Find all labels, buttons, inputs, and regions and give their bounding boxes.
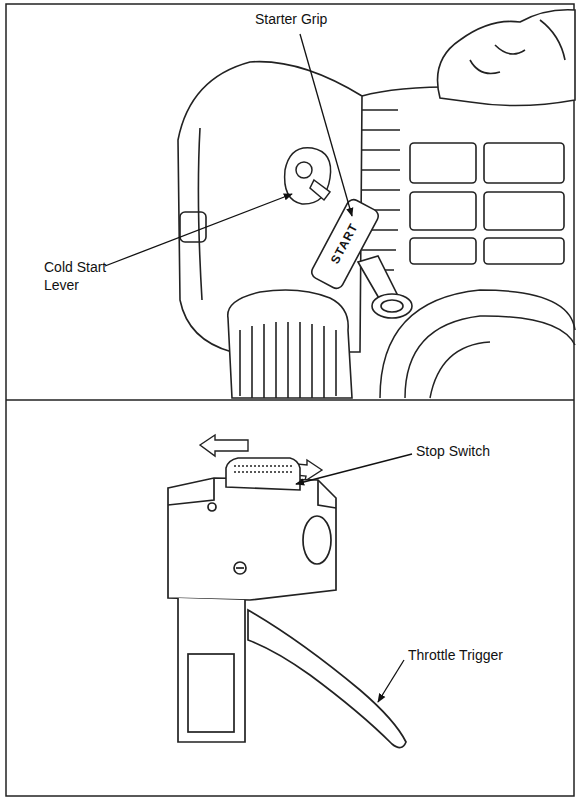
handle-grip [178, 598, 245, 742]
engine-housing [198, 128, 202, 300]
engine-grille [484, 238, 564, 264]
engine-grille [484, 192, 564, 230]
operator-hand [470, 45, 525, 74]
engine-housing [180, 212, 206, 242]
leader-line [300, 34, 352, 216]
operator-hand [438, 10, 576, 106]
starter-grip [372, 294, 412, 318]
operator-hand [540, 20, 565, 60]
handle-body [234, 562, 246, 574]
engine-grille [410, 238, 476, 264]
leader-line [378, 660, 404, 702]
handle-grip [178, 598, 245, 742]
part-label: Cold Start Lever [44, 258, 124, 294]
starter-grip [381, 300, 403, 312]
panel-frame [6, 4, 574, 796]
throttle-trigger [248, 610, 406, 748]
throttle-trigger [248, 610, 406, 748]
engine-grille [410, 143, 476, 183]
fuel-cap [240, 322, 336, 398]
operator-hand [438, 10, 576, 106]
starter-grip [309, 197, 412, 318]
leader-line [296, 454, 412, 484]
stop-switch [226, 458, 300, 490]
handle-body [168, 478, 336, 600]
cold-start-lever [310, 180, 330, 200]
leader-line [105, 34, 412, 702]
part-label: Starter Grip [255, 10, 327, 28]
engine-grille [410, 143, 564, 264]
handle-body [318, 480, 336, 508]
handle-grip [188, 654, 234, 732]
handle-body [168, 478, 214, 505]
recoil-housing [405, 316, 575, 398]
fuel-cap [228, 290, 352, 398]
handle-body [168, 478, 336, 600]
leader-line [105, 194, 292, 266]
part-label: Throttle Trigger [408, 646, 503, 664]
panel-frame [6, 4, 574, 796]
engine-grille [410, 192, 476, 230]
fuel-cap [228, 290, 352, 398]
cold-start-lever [285, 148, 331, 204]
cold-start-lever [296, 162, 312, 178]
motion-arrows [200, 435, 248, 456]
stop-switch [234, 466, 292, 472]
starter-grip [309, 197, 380, 291]
cooling-slats [362, 87, 575, 270]
handle-body [208, 503, 216, 511]
cooling-slats [362, 110, 400, 270]
handle-body [303, 516, 331, 564]
engine-grille [484, 143, 564, 183]
part-label: Stop Switch [416, 442, 490, 460]
recoil-housing [430, 342, 490, 398]
starter-grip [309, 197, 380, 291]
stop-switch [226, 458, 300, 490]
handle-body [236, 567, 244, 569]
cold-start-lever [285, 148, 331, 204]
panel-frame [6, 399, 574, 401]
